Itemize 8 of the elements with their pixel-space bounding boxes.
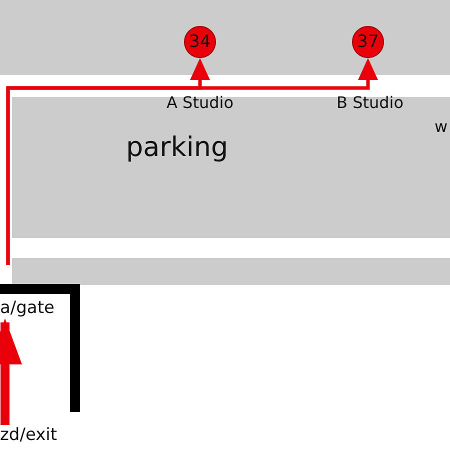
parking-area	[12, 97, 450, 238]
studio-label: B Studio	[336, 93, 404, 112]
area-label: parking	[126, 132, 228, 164]
entry-arrow	[0, 318, 22, 425]
exit-label: zd/exit	[0, 425, 58, 446]
gate-label: a/gate	[0, 298, 54, 318]
studio-label: A Studio	[166, 93, 234, 112]
cropped-label: w	[434, 117, 448, 136]
